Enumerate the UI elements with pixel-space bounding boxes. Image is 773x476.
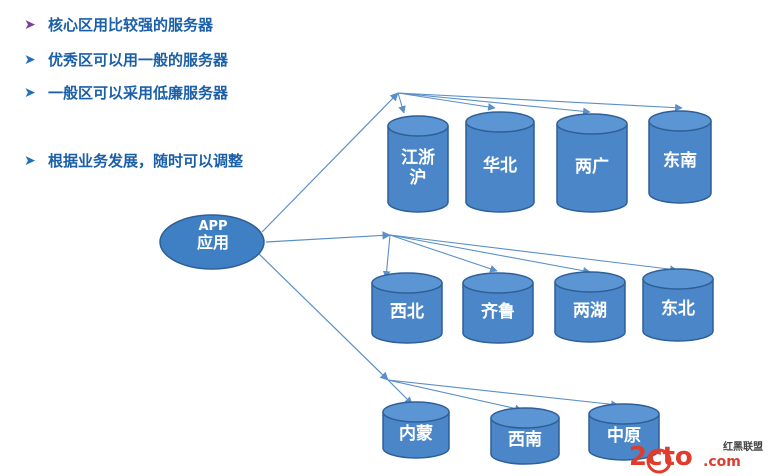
cylinder-body <box>556 124 628 213</box>
cylinder-body <box>387 126 449 213</box>
cylinder-body <box>642 279 714 342</box>
server-cylinder <box>387 115 449 213</box>
cylinder-top <box>382 401 450 423</box>
arrow-bullet-icon: ➤ <box>24 152 36 169</box>
cylinder-top <box>465 111 535 133</box>
cylinder-top <box>387 115 449 137</box>
server-cylinder <box>371 272 443 344</box>
server-cylinder <box>588 403 660 461</box>
hub-good-edges <box>382 234 678 279</box>
cylinder-top <box>554 271 626 293</box>
cylinder-top <box>556 113 628 135</box>
arrow-bullet-icon: ➤ <box>24 51 36 68</box>
bullet-item: ➤ 一般区可以采用低廉服务器 <box>24 82 228 103</box>
bullet-text: 根据业务发展，随时可以调整 <box>48 152 244 170</box>
app-label: APP 应用 <box>160 219 266 253</box>
arrow-bullet-icon: ➤ <box>24 84 36 101</box>
app-edges <box>257 92 399 381</box>
cylinder-body <box>382 412 450 459</box>
server-cylinder <box>554 271 626 343</box>
app-node <box>159 214 265 270</box>
watermark-small: 红黑联盟 <box>723 442 763 453</box>
bullet-list: ➤ 核心区用比较强的服务器 ➤ 优秀区可以用一般的服务器 ➤ 一般区可以采用低廉… <box>24 0 354 200</box>
watermark-com: .com <box>703 454 741 470</box>
cylinder-body <box>462 283 534 344</box>
app-label-line2: 应用 <box>196 233 229 253</box>
server-cylinder <box>648 110 712 204</box>
bullet-text: 优秀区可以用一般的服务器 <box>48 51 229 69</box>
cylinder-top <box>371 272 443 294</box>
bullet-item: ➤ 根据业务发展，随时可以调整 <box>24 150 243 171</box>
cylinder-top <box>462 272 534 294</box>
watermark-c-icon <box>646 448 672 474</box>
cylinder-top <box>588 403 660 425</box>
bullet-item: ➤ 优秀区可以用一般的服务器 <box>24 49 228 70</box>
bullet-item: ➤ 核心区用比较强的服务器 <box>24 14 213 35</box>
bullet-text: 一般区可以采用低廉服务器 <box>48 84 229 102</box>
watermark: 2cto .com 红黑联盟 <box>627 434 767 474</box>
cylinder-top <box>648 110 712 132</box>
cylinder-body <box>588 414 660 461</box>
cylinder-body <box>465 122 535 213</box>
cylinder-body <box>371 283 443 344</box>
hub-core-edges <box>397 92 683 116</box>
server-cylinder <box>465 111 535 213</box>
app-label-line1: APP <box>198 219 228 234</box>
server-cylinder <box>642 268 714 342</box>
arrow-bullet-icon: ➤ <box>24 16 36 33</box>
cylinder-top <box>642 268 714 290</box>
hub-normal-edges <box>387 379 619 413</box>
watermark-logo <box>646 448 672 474</box>
edge-app-hub-good <box>265 231 391 243</box>
cylinder-body <box>648 121 712 204</box>
watermark-main: 2cto <box>629 442 693 472</box>
cylinder-top <box>490 407 560 429</box>
server-cylinders <box>371 110 714 465</box>
edge-app-hub-normal <box>257 252 389 381</box>
cylinder-body <box>554 282 626 343</box>
bullet-text: 核心区用比较强的服务器 <box>48 16 214 34</box>
server-cylinder <box>490 407 560 465</box>
edge-app-hub-core <box>261 92 399 233</box>
server-cylinder <box>556 113 628 213</box>
server-cylinder <box>462 272 534 344</box>
server-cylinder <box>382 401 450 459</box>
cylinder-body <box>490 418 560 465</box>
